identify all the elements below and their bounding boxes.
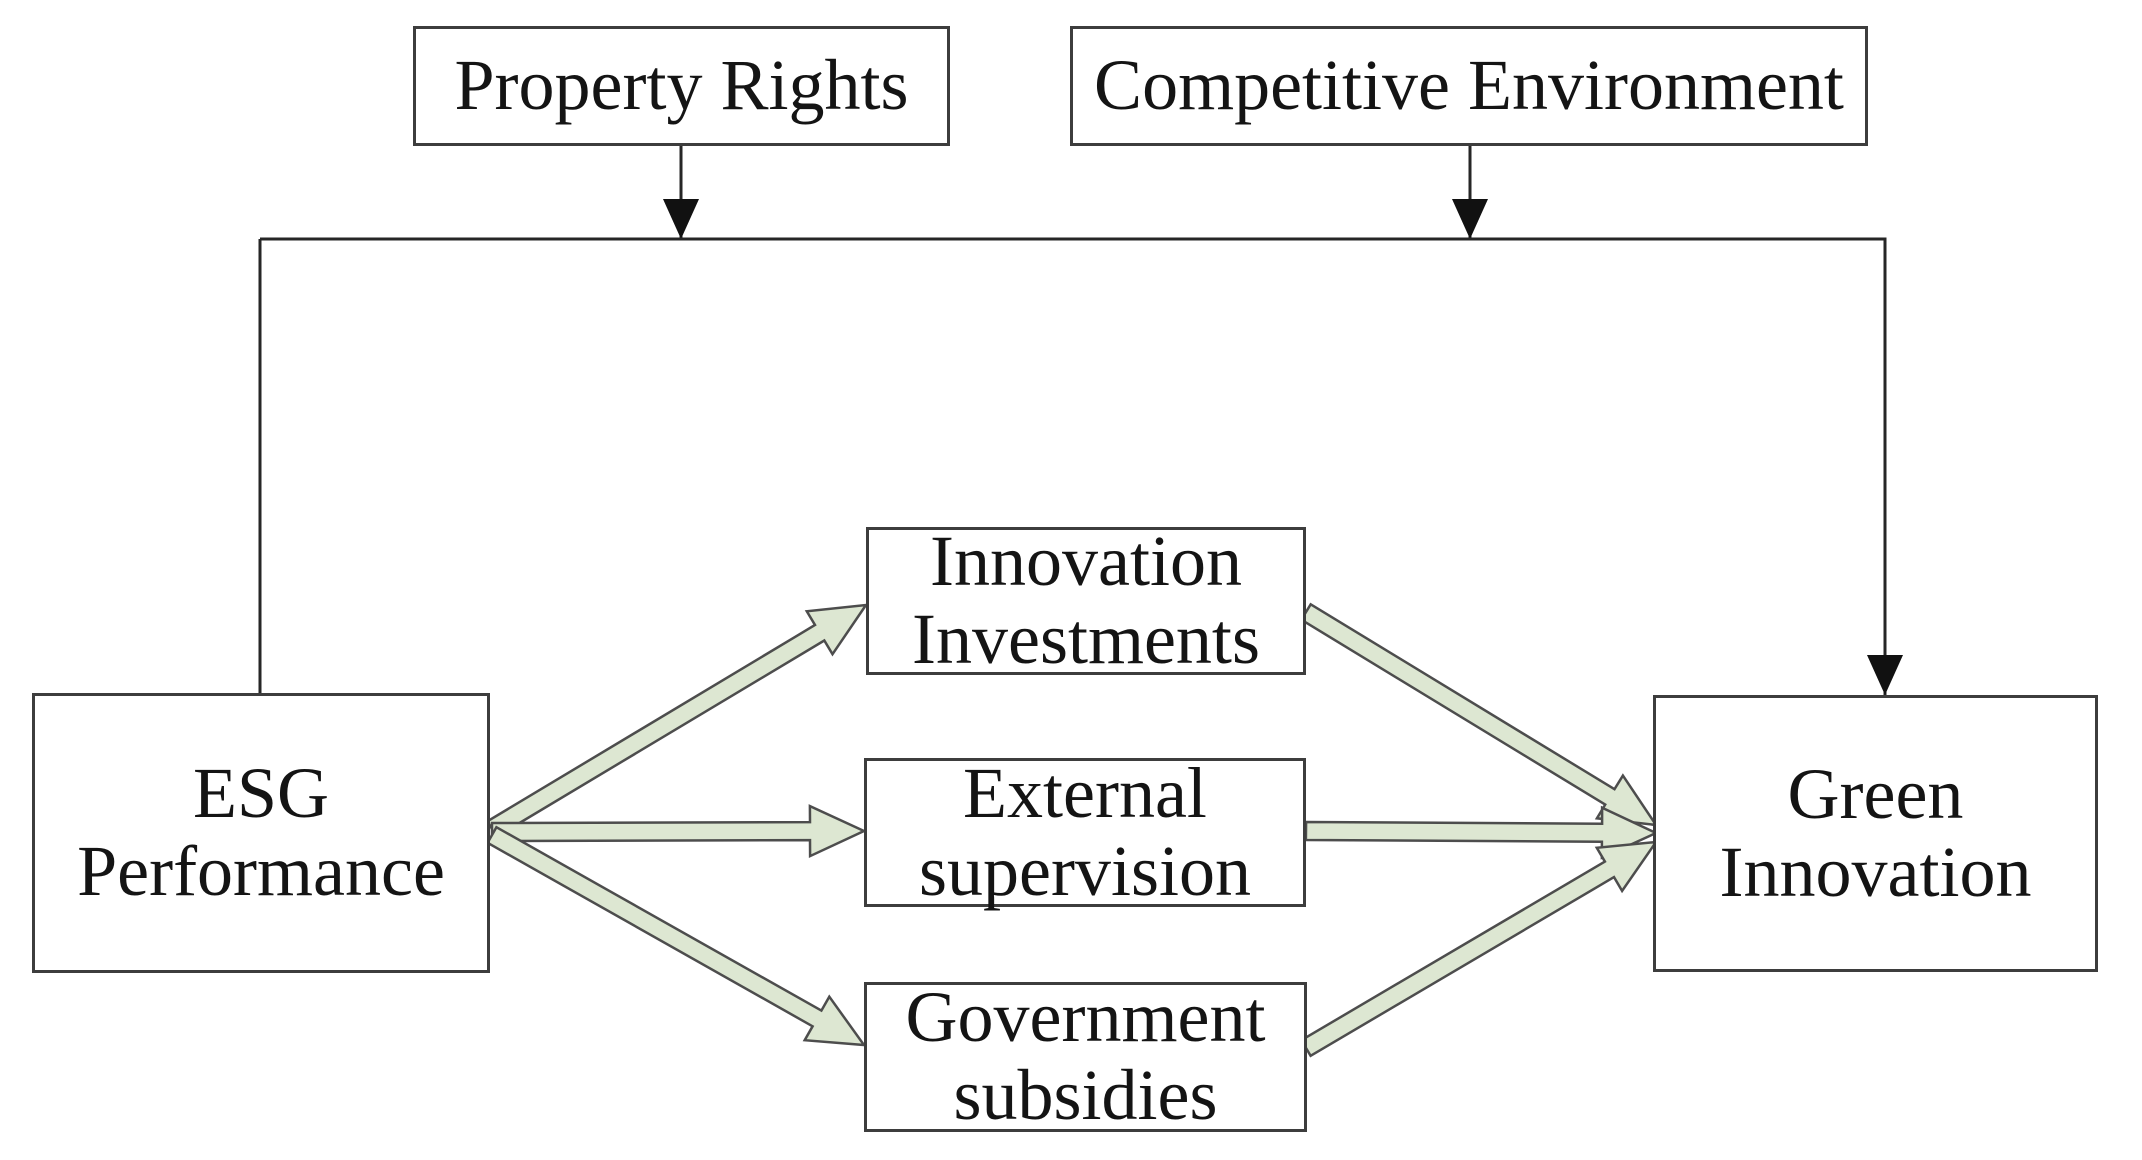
arrow-esg_performance-to-government_subsidies <box>485 825 867 1047</box>
node-innovation-investments: Innovation Investments <box>866 522 1306 678</box>
node-green-innovation: Green Innovation <box>1653 695 2098 972</box>
arrow-moderation_line-to-green_innovation <box>260 237 1903 695</box>
arrow-esg_performance-to-external_supervision <box>490 804 867 859</box>
node-esg-performance: ESG Performance <box>32 693 490 973</box>
node-competitive-environment: Competitive Environment <box>1070 26 1868 146</box>
arrow-government_subsidies-to-green_innovation <box>1299 840 1659 1058</box>
arrow-esg_performance-to-innovation_investments <box>485 603 869 839</box>
arrow-external_supervision-to-green_innovation <box>1304 805 1659 860</box>
arrow-innovation_investments-to-green_innovation <box>1299 602 1659 827</box>
node-government-subsidies: Government subsidies <box>864 978 1307 1134</box>
node-property-rights: Property Rights <box>413 26 950 146</box>
node-external-supervision: External supervision <box>864 754 1306 909</box>
